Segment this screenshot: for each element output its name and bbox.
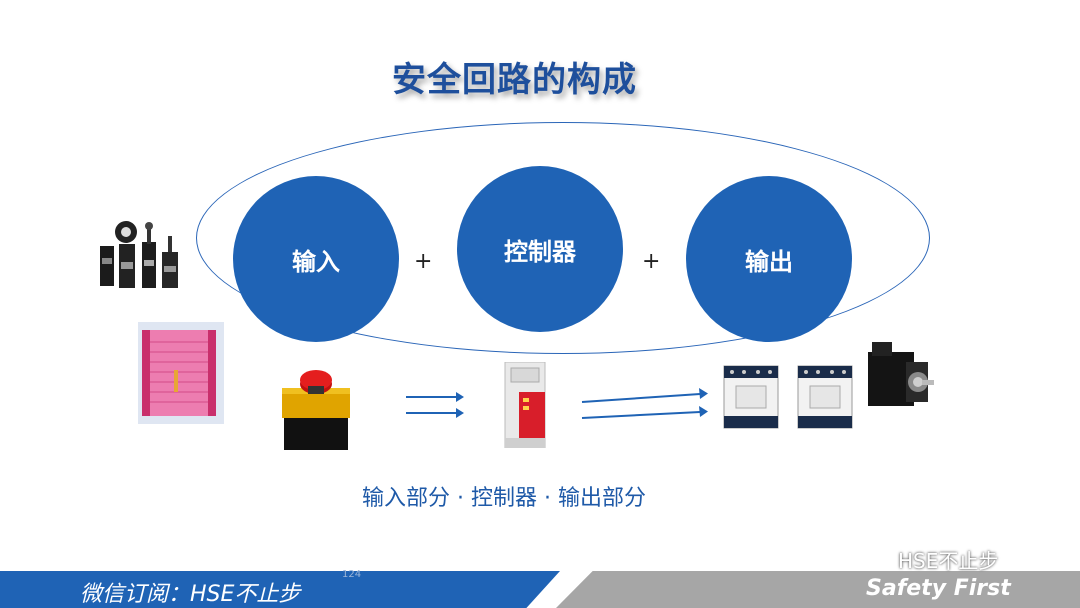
input-circle: 输入 [233, 176, 399, 342]
safety-relay-image [504, 362, 546, 448]
servo-motor-image [868, 342, 934, 406]
slide-subtitle: 输入部分 · 控制器 · 输出部分 [362, 486, 646, 511]
arrows-input-to-controller [406, 392, 464, 418]
plus-sign-1: + [414, 249, 433, 274]
wechat-watermark: HSE不止步 [866, 545, 998, 574]
contactor-image-2 [797, 365, 853, 429]
limit-switches-image [100, 221, 178, 288]
system-ellipse [196, 122, 930, 354]
controller-circle-label: 控制器 [504, 237, 576, 266]
footer-subscribe-text: 微信订阅：HSE不止步 [80, 582, 301, 607]
watermark-text: HSE不止步 [898, 549, 999, 573]
footer-safety-first-text: Safety First [866, 576, 1011, 601]
emergency-stop-button-image [282, 370, 350, 450]
wechat-icon [866, 550, 892, 569]
footer-right-bar [556, 571, 1080, 608]
output-circle: 输出 [686, 176, 852, 342]
light-curtain-image [138, 322, 224, 424]
footer-left-bar [0, 571, 560, 608]
input-circle-label: 输入 [292, 247, 340, 276]
controller-circle: 控制器 [457, 166, 623, 332]
plus-sign-2: + [642, 249, 661, 274]
page-number: 124 [342, 569, 362, 580]
contactor-image-1 [723, 365, 779, 429]
arrows-controller-to-output [581, 388, 708, 419]
slide-title: 安全回路的构成 [392, 60, 637, 100]
output-circle-label: 输出 [745, 247, 793, 276]
